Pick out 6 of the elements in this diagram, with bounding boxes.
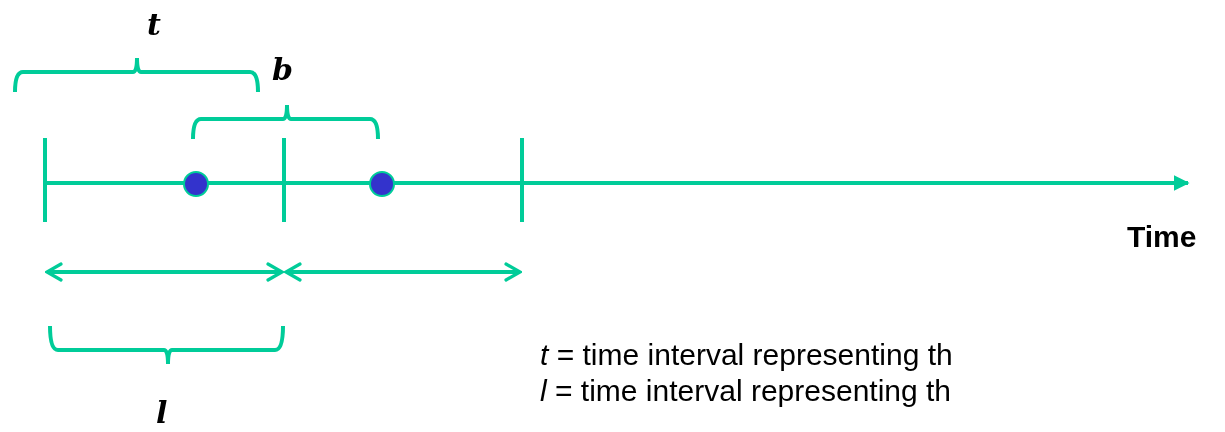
- interval-label: t: [147, 10, 161, 40]
- definition-text: l = time interval representing th: [540, 376, 952, 406]
- interval-label: l: [156, 398, 168, 428]
- definition-text: t = time interval representing th: [540, 340, 953, 370]
- interval-label: b: [272, 55, 293, 85]
- axis-label: Time: [1127, 222, 1197, 252]
